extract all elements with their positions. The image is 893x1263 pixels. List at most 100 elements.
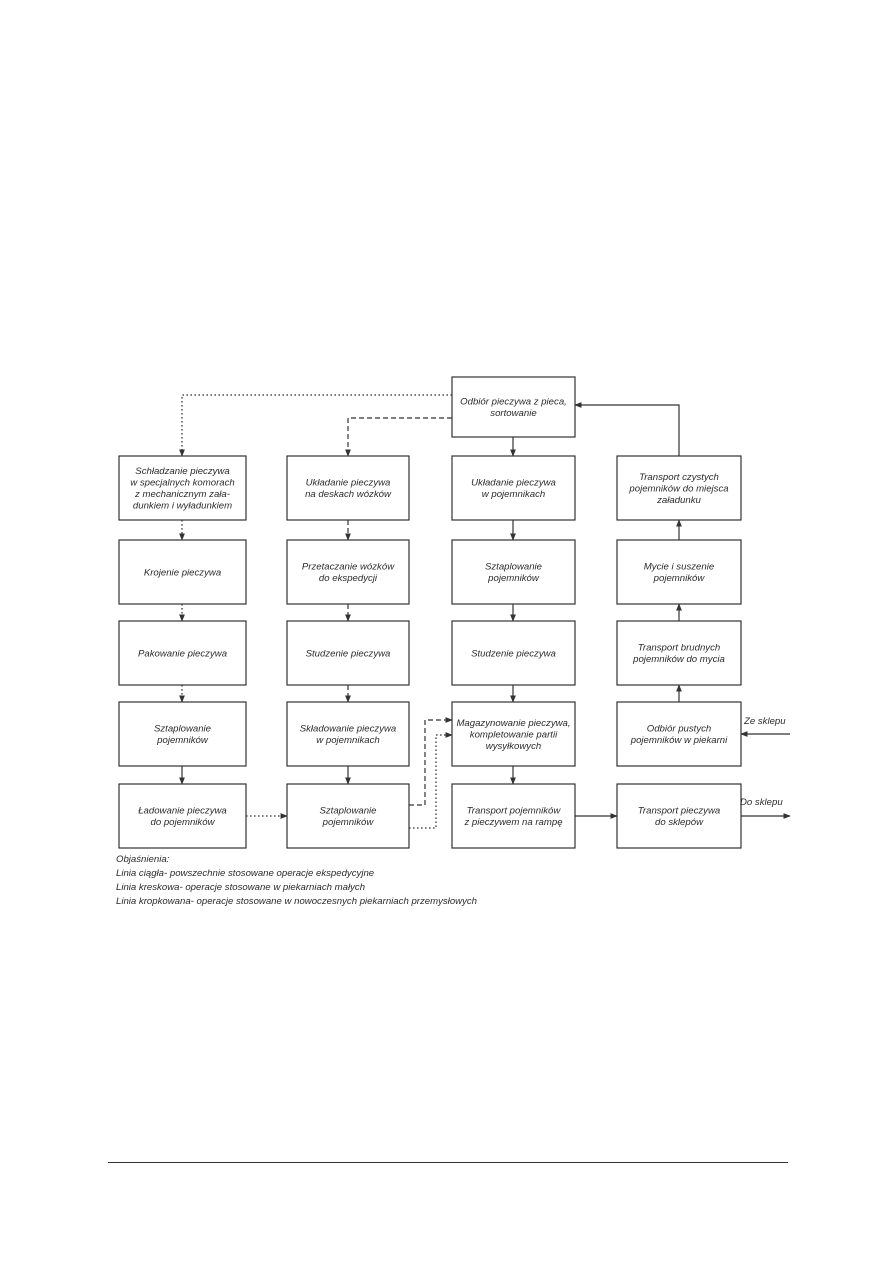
box-frame <box>118 620 247 686</box>
box-frame <box>616 455 742 521</box>
footer-rule <box>108 1162 788 1163</box>
box-label-line: Transport brudnych <box>638 643 720 654</box>
box-label-line: z mechanicznym zała- <box>134 489 230 500</box>
box-label-line: pojemników <box>156 735 209 746</box>
box-label-line: Mycie i suszenie <box>644 562 714 573</box>
edge-odbior-to-schladzanie <box>179 394 452 457</box>
box-krojenie: Krojenie pieczywa <box>118 539 247 605</box>
box-frame <box>451 620 576 686</box>
box-label-line: Studzenie pieczywa <box>471 648 556 659</box>
box-label-line: wysyłkowych <box>486 741 541 752</box>
box-frame <box>616 783 742 849</box>
box-frame <box>451 376 576 438</box>
box-label-line: Transport pieczywa <box>638 806 720 817</box>
box-odbior: Odbiór pieczywa z pieca,sortowanie <box>451 376 576 438</box>
box-label-line: sortowanie <box>490 408 536 419</box>
edge-odbior-to-ukladanie-wozki <box>345 417 452 457</box>
box-label-line: pojemników <box>653 573 706 584</box>
box-label-line: Układanie pieczywa <box>306 478 391 489</box>
box-label-line: Sztaplowanie <box>154 724 211 735</box>
box-frame <box>118 455 247 521</box>
box-frame <box>286 539 410 605</box>
box-frame <box>451 701 576 767</box>
box-label-line: na deskach wózków <box>305 489 392 500</box>
box-label-line: dunkiem i wyładunkiem <box>133 501 232 512</box>
box-label-line: pojemników do miejsca <box>628 483 728 494</box>
box-label-line: Sztaplowanie <box>485 562 542 573</box>
box-label-line: do sklepów <box>655 817 704 828</box>
box-frame <box>286 620 410 686</box>
box-label-line: pojemników <box>487 573 540 584</box>
box-frame <box>451 783 576 849</box>
edge-transport-czystych-to-odbior <box>574 402 680 456</box>
box-label-line: pojemników do mycia <box>632 654 725 665</box>
legend-solid-line: Linia ciągła- powszechnie stosowane oper… <box>116 868 374 879</box>
flow-connectors <box>179 394 791 829</box>
process-boxes: Odbiór pieczywa z pieca,sortowanieSchład… <box>118 376 742 849</box>
box-pakowanie: Pakowanie pieczywa <box>118 620 247 686</box>
box-frame <box>286 783 410 849</box>
legend: Objaśnienia: Linia ciągła- powszechnie s… <box>116 854 477 907</box>
box-label-line: Przetaczanie wózków <box>302 562 395 573</box>
box-label-line: załadunku <box>656 495 701 506</box>
box-label-line: Transport czystych <box>639 472 719 483</box>
box-frame <box>286 701 410 767</box>
box-label-line: Składowanie pieczywa <box>300 724 397 735</box>
edge-sztaplowanie-3-to-magazynowanie <box>409 717 453 806</box>
box-frame <box>616 620 742 686</box>
label-from-shop: Ze sklepu <box>743 716 786 727</box>
box-label-line: Sztaplowanie <box>319 806 376 817</box>
edge-sztaplowanie-3-to-magazynowanie-alt <box>409 732 453 829</box>
box-frame <box>118 783 247 849</box>
box-label-line: do pojemników <box>151 817 216 828</box>
external-labels: Ze sklepu Do sklepu <box>740 716 786 808</box>
box-studzenie-2: Studzenie pieczywa <box>451 620 576 686</box>
label-to-shop: Do sklepu <box>740 797 783 808</box>
box-magazynowanie: Magazynowanie pieczywa,kompletowanie par… <box>451 701 576 767</box>
box-label-line: Studzenie pieczywa <box>306 648 391 659</box>
legend-dotted-line: Linia kropkowana- operacje stosowane w n… <box>116 896 477 907</box>
legend-title: Objaśnienia: <box>116 854 170 865</box>
legend-dashed-line: Linia kreskowa- operacje stosowane w pie… <box>116 882 365 893</box>
box-label-line: Pakowanie pieczywa <box>138 648 227 659</box>
box-label-line: Odbiór pustych <box>647 724 712 735</box>
box-label-line: Schładzanie pieczywa <box>135 466 229 477</box>
box-label-line: w specjalnych komorach <box>130 478 235 489</box>
box-frame <box>616 539 742 605</box>
box-label-line: Magazynowanie pieczywa, <box>456 718 570 729</box>
box-frame <box>616 701 742 767</box>
box-label-line: Ładowanie pieczywa <box>138 806 227 817</box>
box-frame <box>286 455 410 521</box>
box-frame <box>118 539 247 605</box>
box-label-line: z pieczywem na rampę <box>463 817 562 828</box>
box-label-line: Układanie pieczywa <box>471 478 556 489</box>
box-label-line: w pojemnikach <box>482 489 545 500</box>
box-label-line: Odbiór pieczywa z pieca, <box>460 397 567 408</box>
box-label-line: do ekspedycji <box>319 573 378 584</box>
box-label-line: w pojemnikach <box>316 735 379 746</box>
box-label-line: pojemników w piekarni <box>630 735 728 746</box>
box-studzenie-1: Studzenie pieczywa <box>286 620 410 686</box>
box-label-line: pojemników <box>322 817 375 828</box>
box-label-line: Krojenie pieczywa <box>144 567 221 578</box>
box-label-line: kompletowanie partii <box>470 729 558 740</box>
box-label-line: Transport pojemników <box>467 806 562 817</box>
box-frame <box>451 455 576 521</box>
box-frame <box>451 539 576 605</box>
